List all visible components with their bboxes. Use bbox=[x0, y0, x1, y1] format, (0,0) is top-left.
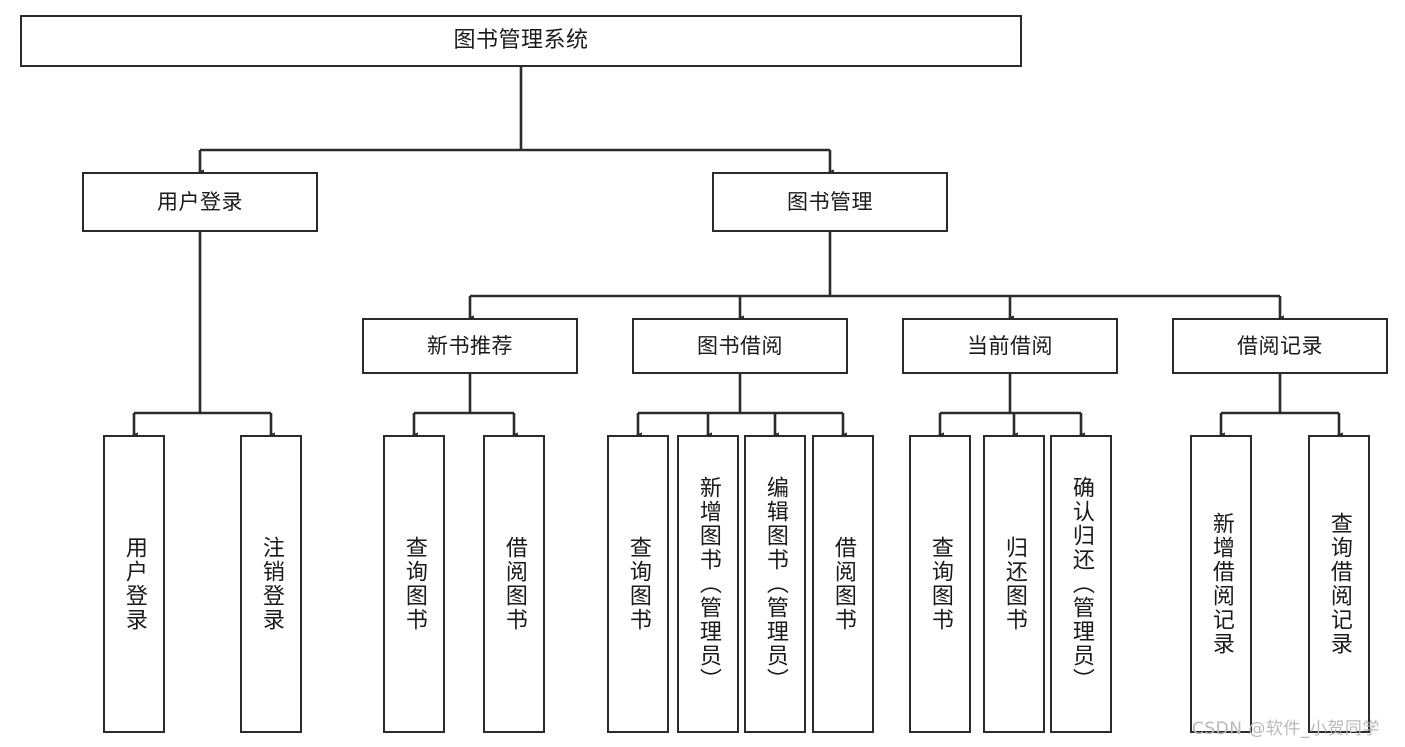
node-label: 注销登录 bbox=[258, 536, 284, 632]
node-label: 图书管理系统 bbox=[453, 28, 589, 54]
node-label: 归还图书 bbox=[1001, 536, 1027, 632]
node-label: 查询图书 bbox=[927, 536, 953, 632]
node-l-q1: 查询图书 bbox=[383, 435, 445, 733]
node-label: 编辑图书（管理员） bbox=[762, 476, 788, 692]
node-l-q2: 查询图书 bbox=[607, 435, 669, 733]
node-l-qrec: 查询借阅记录 bbox=[1308, 435, 1370, 733]
node-label: 新增图书（管理员） bbox=[695, 476, 721, 692]
node-label: 用户登录 bbox=[157, 189, 243, 214]
node-l-return: 归还图书 bbox=[983, 435, 1045, 733]
node-label: 查询借阅记录 bbox=[1326, 512, 1352, 656]
node-label: 借阅记录 bbox=[1237, 333, 1323, 358]
node-label: 确认归还（管理员） bbox=[1068, 476, 1094, 692]
node-label: 借阅图书 bbox=[501, 536, 527, 632]
node-label: 新书推荐 bbox=[427, 333, 513, 358]
csdn-watermark: CSDN @软件_小贺同学 bbox=[1192, 719, 1380, 739]
node-label: 新增借阅记录 bbox=[1208, 512, 1234, 656]
node-n-newbook: 新书推荐 bbox=[362, 318, 578, 374]
node-label: 图书借阅 bbox=[697, 333, 783, 358]
node-l-addrec: 新增借阅记录 bbox=[1190, 435, 1252, 733]
node-l-add: 新增图书（管理员） bbox=[677, 435, 739, 733]
node-root: 图书管理系统 bbox=[20, 15, 1022, 67]
node-n-bookmgr: 图书管理 bbox=[712, 172, 948, 232]
node-l-edit: 编辑图书（管理员） bbox=[744, 435, 806, 733]
node-l-b1: 借阅图书 bbox=[483, 435, 545, 733]
node-label: 借阅图书 bbox=[830, 536, 856, 632]
node-label: 查询图书 bbox=[401, 536, 427, 632]
node-n-current: 当前借阅 bbox=[902, 318, 1118, 374]
node-l-logout: 注销登录 bbox=[240, 435, 302, 733]
node-l-confirm: 确认归还（管理员） bbox=[1050, 435, 1112, 733]
node-l-userlogin: 用户登录 bbox=[103, 435, 165, 733]
node-l-q3: 查询图书 bbox=[909, 435, 971, 733]
node-label: 图书管理 bbox=[787, 189, 873, 214]
node-label: 用户登录 bbox=[121, 536, 147, 632]
node-n-login: 用户登录 bbox=[82, 172, 318, 232]
node-l-b2: 借阅图书 bbox=[812, 435, 874, 733]
node-n-record: 借阅记录 bbox=[1172, 318, 1388, 374]
node-label: 当前借阅 bbox=[967, 333, 1053, 358]
node-label: 查询图书 bbox=[625, 536, 651, 632]
node-n-borrow: 图书借阅 bbox=[632, 318, 848, 374]
